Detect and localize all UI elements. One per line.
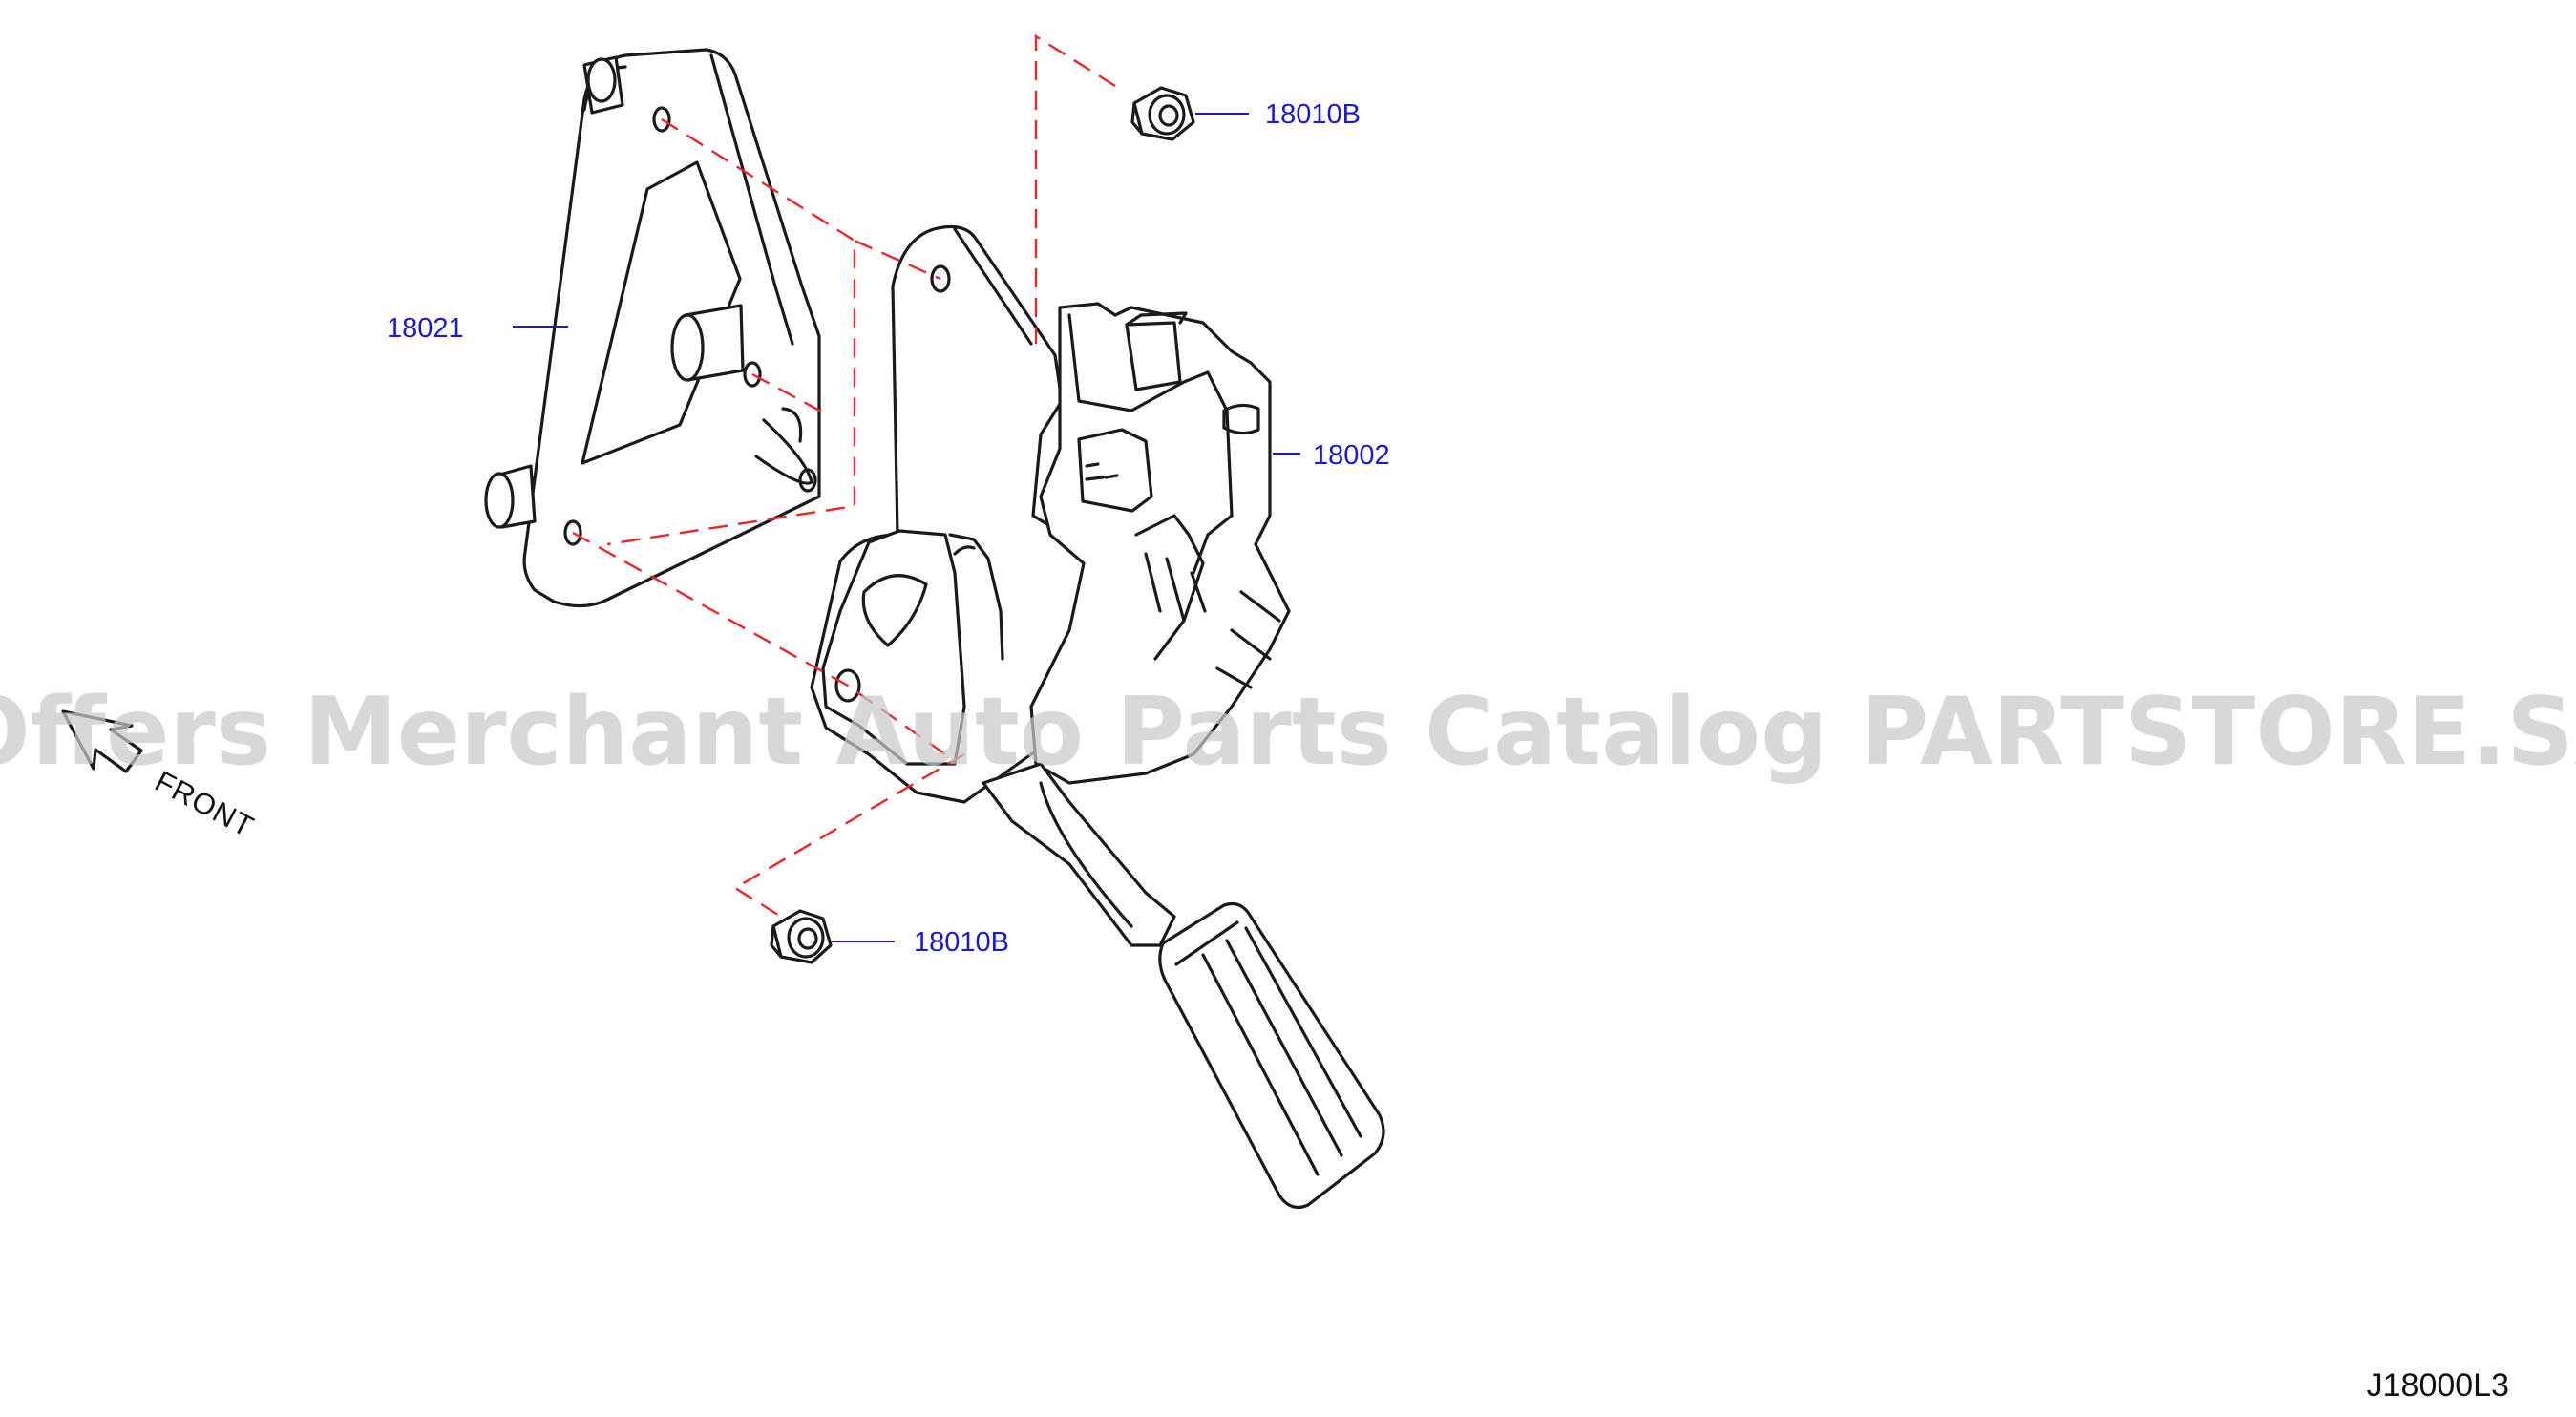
part-label-pedal-assembly[interactable]: 18002 bbox=[1313, 440, 1390, 471]
flange-nut-bottom[interactable] bbox=[770, 909, 833, 964]
front-arrow-icon bbox=[61, 709, 143, 773]
accelerator-pedal-assembly[interactable] bbox=[810, 225, 1385, 1209]
part-label-nut-top[interactable]: 18010B bbox=[1265, 99, 1361, 130]
diagram-code: J18000L3 bbox=[2367, 1367, 2509, 1404]
leader-lines bbox=[513, 113, 1300, 942]
mounting-plate[interactable] bbox=[484, 48, 821, 608]
part-label-nut-bottom[interactable]: 18010B bbox=[914, 927, 1009, 958]
watermark: Offers Merchant Auto Parts Catalog PARTS… bbox=[0, 678, 2576, 787]
flange-nut-top[interactable] bbox=[1130, 86, 1195, 141]
part-label-plate[interactable]: 18021 bbox=[387, 313, 464, 344]
alignment-guides bbox=[572, 33, 1116, 919]
